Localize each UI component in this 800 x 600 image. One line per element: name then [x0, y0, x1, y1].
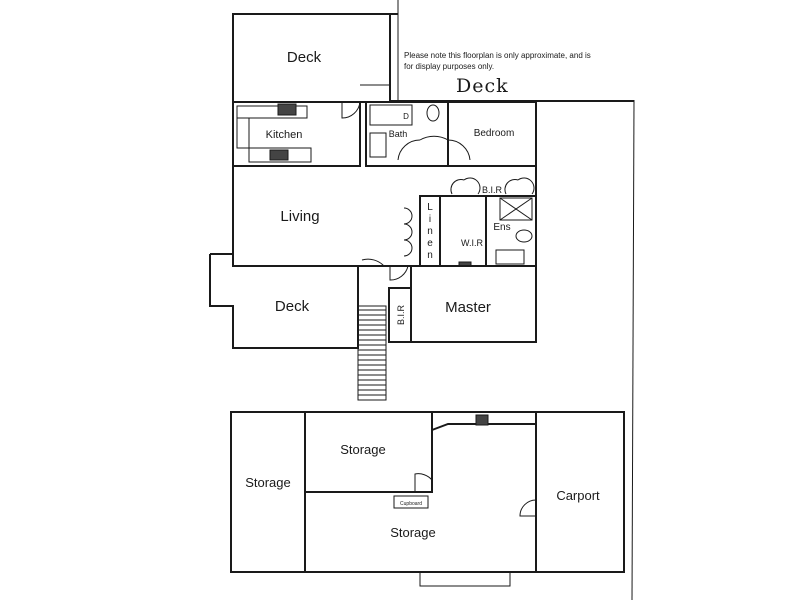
sink-icon [269, 149, 289, 161]
linen-doors [403, 207, 413, 257]
storage-top-walls [305, 412, 433, 493]
door-swing-bath [397, 139, 421, 161]
room-label-wir: W.I.R [461, 238, 483, 248]
room-label-storage-left: Storage [245, 475, 291, 490]
door-swing-bedroom-2 [447, 139, 471, 161]
room-label-deck-top: Deck [287, 49, 322, 66]
cupboard-box [393, 495, 429, 509]
linen-letter-4: e [427, 238, 433, 249]
linen-letter-1: L [427, 202, 433, 213]
master-walls [389, 265, 537, 343]
door-swing-carport [519, 499, 537, 517]
handwritten-deck-label: Deck [456, 75, 509, 97]
bedroom-north-wall [390, 101, 537, 196]
ens-vanity-icon [495, 249, 525, 265]
storage-main-north-wall [431, 423, 536, 431]
linen-letter-3: n [427, 226, 433, 237]
door-swing-kitchen [341, 101, 361, 119]
scan-line-right [631, 99, 635, 600]
note-line-2: for display purposes only. [404, 62, 494, 71]
room-label-storage-main: Storage [390, 525, 436, 540]
living-west-wall [232, 102, 360, 267]
bathtub-icon [369, 104, 413, 126]
kitchen-bench-side [236, 117, 250, 149]
lower-floor [230, 411, 625, 587]
room-label-carport: Carport [556, 488, 600, 503]
ens-toilet-icon [515, 229, 533, 243]
door-swing-storage [414, 473, 433, 492]
upper-floor [209, 13, 634, 401]
room-label-kitchen: Kitchen [266, 129, 303, 141]
room-label-master: Master [445, 299, 491, 316]
bath-walls [365, 102, 448, 167]
kitchen-south-wall [233, 102, 361, 167]
linen-letter-5: n [427, 250, 433, 261]
room-label-storage-top: Storage [340, 442, 386, 457]
door-swing-master [389, 265, 409, 281]
linen-letter-2: i [429, 214, 431, 225]
room-label-master-bir: B.I.R [396, 305, 406, 326]
bedroom-wardrobe-doors-left [450, 177, 481, 195]
vanity-icon [369, 132, 387, 158]
room-label-ens: Ens [493, 222, 510, 233]
note-line-1: Please note this floorplan is only appro… [404, 51, 591, 60]
stairs [357, 305, 387, 401]
toilet-icon [426, 104, 440, 122]
room-label-bath: Bath [389, 129, 408, 139]
door-swing-deck [361, 258, 385, 267]
stove-icon [277, 103, 297, 116]
bath-d-mark: D [403, 112, 409, 121]
bedroom-inner-wall [447, 130, 536, 167]
bedroom-wardrobe-doors-right [504, 177, 535, 195]
deck-notch-top [210, 253, 234, 266]
room-label-bedroom-bir: B.I.R [482, 185, 503, 195]
room-label-bedroom: Bedroom [474, 128, 515, 139]
cupboard-label: Cupboard [400, 501, 422, 507]
lower-step [419, 571, 511, 587]
stair-treads [358, 309, 386, 396]
door-swing-bedroom-1 [419, 135, 449, 141]
lower-fireplace [475, 414, 489, 426]
room-label-living: Living [280, 208, 319, 225]
room-label-deck-bottom: Deck [275, 298, 310, 315]
deck-top-walls [232, 13, 391, 103]
shower-cross-b [499, 197, 533, 221]
